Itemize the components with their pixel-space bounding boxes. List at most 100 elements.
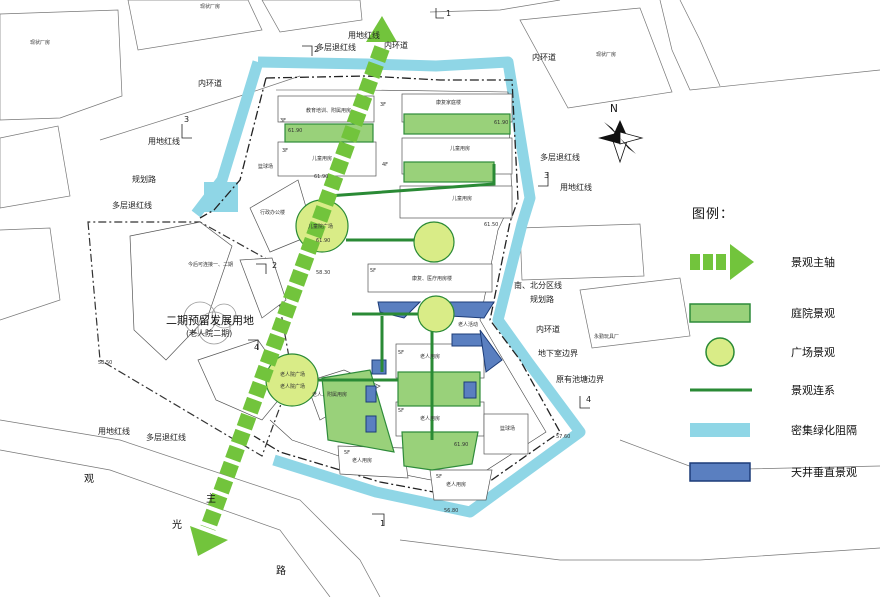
- green-rect-icon: [689, 303, 751, 323]
- plaza-label: 老人院广场: [280, 383, 305, 390]
- legend-item-link: 景观连系: [688, 370, 878, 410]
- legend-label: 庭院景观: [791, 307, 835, 320]
- line-icon: [690, 388, 752, 392]
- elevation-label: 61.90: [316, 238, 330, 244]
- building-label: 老人用房: [352, 457, 372, 464]
- elevation-label: 61.90: [288, 128, 302, 134]
- cyan-band-icon: [690, 423, 750, 437]
- floor-label: 5F: [344, 450, 350, 456]
- factory-label: 现状厂房: [30, 39, 50, 46]
- elevation-label: 58.30: [316, 270, 330, 276]
- elevation-label: 57.60: [556, 434, 570, 440]
- floor-label: 4F: [382, 162, 388, 168]
- line-label: 多层退红线: [540, 152, 580, 162]
- building-label: 儿童用房: [450, 145, 470, 152]
- legend: 图例： 景观主轴 庭院景观 广场景观 景观连系 密集绿化阻隔: [688, 196, 878, 496]
- line-label: 多层退红线: [316, 42, 356, 52]
- line-label: 多层退红线: [146, 432, 186, 442]
- legend-label: 密集绿化阻隔: [791, 424, 857, 437]
- road-label: 内环道: [532, 52, 556, 62]
- floor-label: 5F: [398, 350, 404, 356]
- circle-icon: [705, 337, 735, 367]
- line-label: 用地红线: [98, 426, 130, 436]
- floor-label: 3F: [282, 148, 288, 154]
- building-label: 康复、医疗用房楼: [412, 275, 452, 282]
- building-label: 行政办公楼: [260, 209, 285, 216]
- legend-item-plaza: 广场景观: [688, 332, 878, 372]
- building-label: 教育培训、附属用房: [306, 107, 351, 114]
- floor-label: 3F: [380, 102, 386, 108]
- north-arrow: N: [598, 103, 644, 164]
- road-label: 内环道: [536, 324, 560, 334]
- legend-label: 景观连系: [791, 384, 835, 397]
- legend-label: 天井垂直景观: [791, 466, 857, 479]
- floor-label: 5F: [370, 268, 376, 274]
- legend-item-atrium: 天井垂直景观: [688, 452, 878, 492]
- elevation-label: 61.90: [454, 442, 468, 448]
- building-label: 老人、附属用房: [312, 391, 347, 398]
- marker-4-left: 4: [254, 343, 259, 352]
- elevation-label: 56.80: [444, 508, 458, 514]
- floor-label: 5F: [436, 474, 442, 480]
- phase2-title: 二期预留发展用地: [166, 313, 254, 327]
- line-label: 地下室边界: [538, 348, 578, 358]
- elevation-label: 61.50: [484, 222, 498, 228]
- line-label: 用地红线: [148, 136, 180, 146]
- road-label: 规划路: [132, 174, 156, 184]
- road-label: 内环道: [198, 78, 222, 88]
- phase2-area: [87, 221, 293, 457]
- road-label: 内环道: [384, 40, 408, 50]
- road-label: 主: [206, 493, 216, 505]
- legend-item-axis: 景观主轴: [688, 242, 878, 282]
- main-axis: [190, 16, 397, 556]
- building-label: 老人活动: [458, 321, 478, 328]
- factory-label: 现状厂房: [596, 51, 616, 58]
- legend-title: 图例：: [692, 207, 735, 222]
- legend-item-courtyard: 庭院景观: [688, 293, 878, 333]
- elevation-label: 61.90: [494, 120, 508, 126]
- marker-1-bottom: 1: [380, 519, 385, 528]
- marker-2-mid: 2: [272, 261, 277, 270]
- road-label: 规划路: [530, 294, 554, 304]
- legend-label: 广场景观: [791, 346, 835, 359]
- road-label: 光: [172, 518, 182, 531]
- landscape-links: [310, 164, 496, 440]
- building-label: 儿童用房: [312, 155, 332, 162]
- legend-label: 景观主轴: [791, 256, 835, 269]
- marker-2-top: 2: [314, 45, 319, 54]
- building-label: 老人用房: [420, 415, 440, 422]
- green-buffer-band: [191, 56, 586, 518]
- line-label: 多层退红线: [112, 200, 152, 210]
- plaza-label: 儿童院广场: [308, 223, 333, 230]
- building-label: 老人用房: [420, 353, 440, 360]
- phase2-subtitle: (老人院二期): [186, 328, 232, 338]
- marker-3-left: 3: [184, 115, 189, 124]
- marker-3-right: 3: [544, 171, 549, 180]
- marker-4-right: 4: [586, 395, 591, 404]
- elevation-label: 58.50: [98, 360, 112, 366]
- marker-1-top: 1: [446, 9, 451, 18]
- blue-rect-icon: [689, 462, 751, 482]
- line-label: 原有池塘边界: [556, 374, 604, 384]
- factory-label: 现状厂房: [200, 3, 220, 10]
- building-label: 康复家庭楼: [436, 99, 461, 106]
- building-label: 儿童用房: [452, 195, 472, 202]
- court-label: 篮球场: [258, 163, 273, 170]
- road-label: 路: [276, 564, 286, 577]
- legend-item-buffer: 密集绿化阻隔: [688, 410, 878, 450]
- floor-label: 5F: [398, 408, 404, 414]
- phase2-connect-label: 今后可连接一、二期: [188, 261, 233, 268]
- line-label: 用地红线: [348, 30, 380, 40]
- line-label: 用地红线: [560, 182, 592, 192]
- plaza-label: 老人院广场: [280, 371, 305, 378]
- north-label: N: [610, 103, 618, 115]
- road-label: 观: [84, 473, 94, 485]
- elevation-label: 61.90: [314, 174, 328, 180]
- arrow-icon: [690, 244, 754, 280]
- factory-label: 永勤玩具厂: [594, 333, 619, 340]
- section-markers: [181, 8, 590, 526]
- line-label: 南、北分区线: [514, 280, 562, 290]
- building-label: 老人用房: [446, 481, 466, 488]
